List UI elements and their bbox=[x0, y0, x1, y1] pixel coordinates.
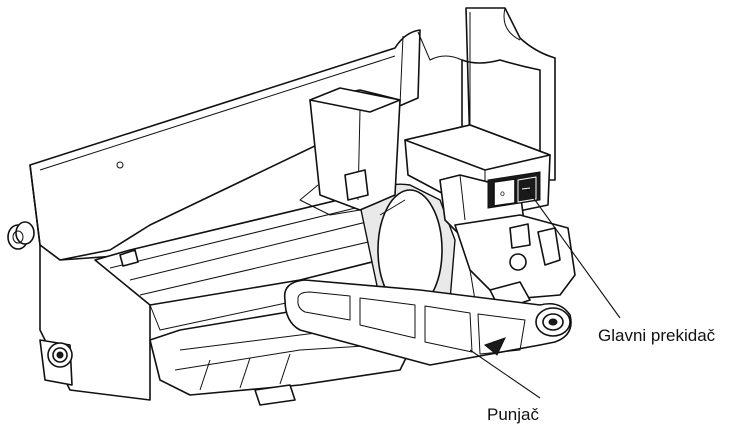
feeder-label: Punjač bbox=[487, 405, 539, 424]
housing-back-wall bbox=[29, 29, 463, 261]
feeder-leader-line bbox=[469, 349, 541, 399]
svg-text:o: o bbox=[500, 189, 505, 198]
ice-chute bbox=[299, 87, 401, 216]
main-switch-leader-line bbox=[526, 188, 621, 319]
main-switch-rocker: o bbox=[487, 171, 541, 209]
right-mechanism bbox=[454, 214, 576, 311]
feeder-arm bbox=[283, 279, 572, 366]
main-switch-label: Glavni prekidač bbox=[598, 326, 716, 345]
